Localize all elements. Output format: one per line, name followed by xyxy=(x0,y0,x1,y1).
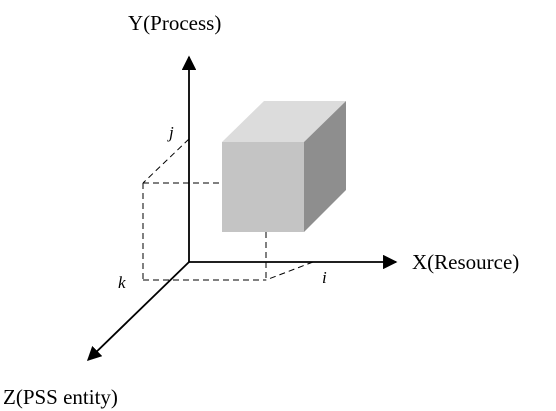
dash-j-diagonal xyxy=(142,138,190,184)
cube-front-face xyxy=(222,142,304,232)
cube xyxy=(222,101,346,232)
point-label-j: j xyxy=(167,123,174,142)
cube-top-face xyxy=(222,101,346,142)
cube-side-face xyxy=(304,101,346,232)
z-axis-label: Z(PSS entity) xyxy=(3,385,118,409)
y-axis-label: Y(Process) xyxy=(128,11,221,35)
point-label-i: i xyxy=(322,268,327,287)
point-label-k: k xyxy=(118,273,126,292)
z-axis xyxy=(86,261,190,362)
x-axis-label: X(Resource) xyxy=(412,250,519,274)
projection-lines xyxy=(142,138,314,281)
dash-i-diagonal xyxy=(265,261,314,281)
